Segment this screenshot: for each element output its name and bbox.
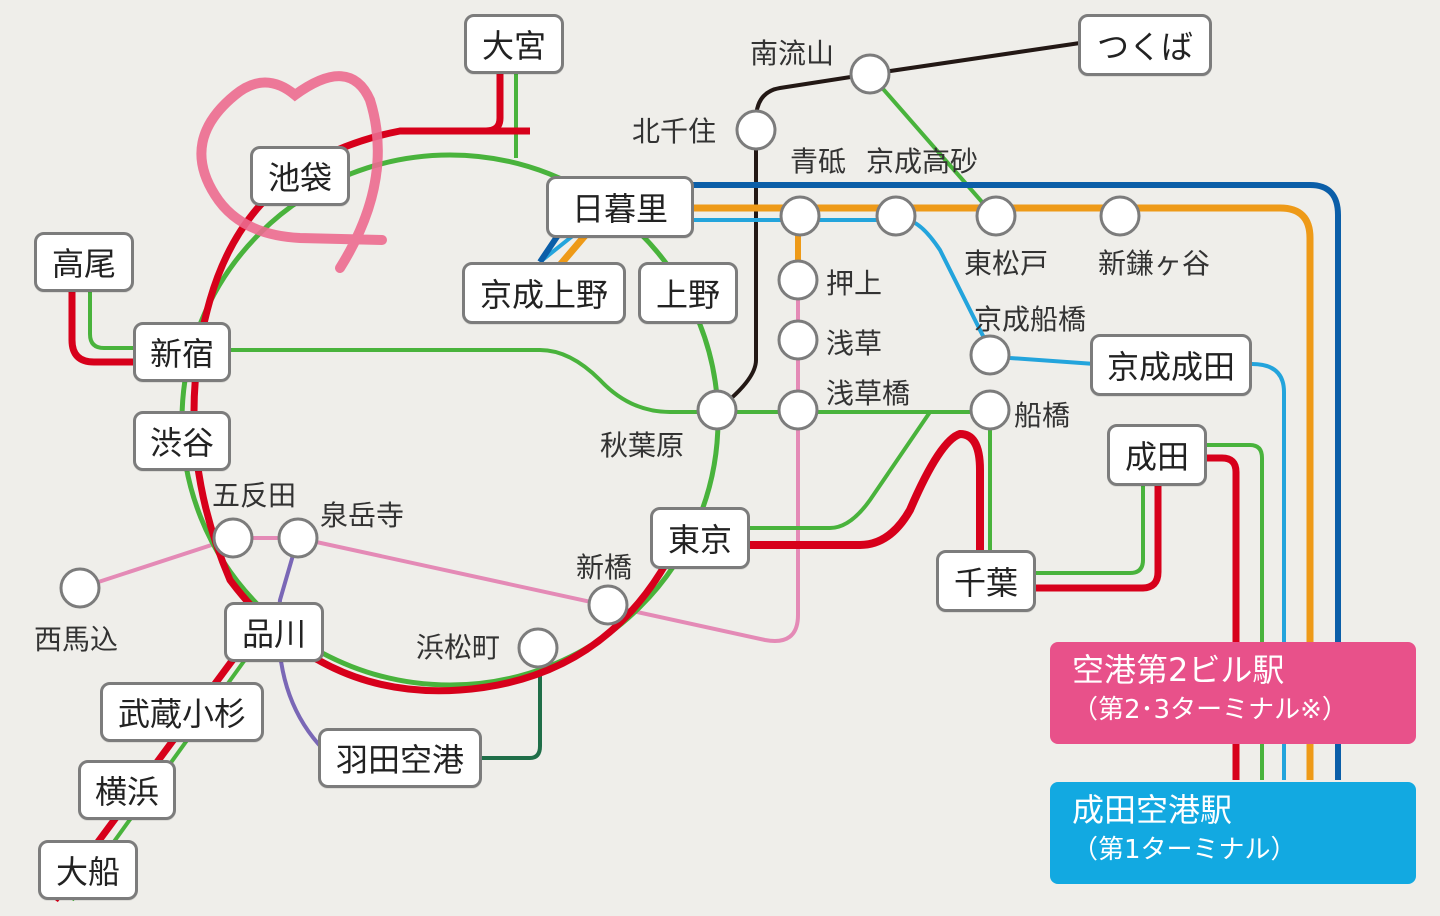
station-dot-keisei-takasago[interactable] [875,195,917,237]
terminal-2-box[interactable]: 空港第2ビル駅 （第2･3ターミナル※） [1050,642,1416,744]
station-dot-keisei-funabashi[interactable] [969,334,1011,376]
label-kitasenju: 北千住 [632,115,717,148]
station-box-yokohama[interactable]: 横浜 [78,760,176,820]
station-box-chiba[interactable]: 千葉 [936,550,1036,612]
terminal-2-name: 空港第2ビル駅 [1072,651,1285,689]
station-dot-asakusa[interactable] [777,319,819,361]
terminal-1-sub: （第1ターミナル） [1072,835,1297,865]
label-oshiage: 押上 [826,267,883,300]
station-box-musashikosugi[interactable]: 武蔵小杉 [100,682,264,742]
label-minaminagareyama: 南流山 [750,37,835,70]
station-box-shibuya[interactable]: 渋谷 [133,411,231,471]
station-box-takao[interactable]: 高尾 [34,232,134,292]
station-box-shinjuku[interactable]: 新宿 [133,322,231,382]
green-musashino-line [868,72,998,220]
green-keiyo-line [748,410,932,530]
red-omiya-line [400,73,504,135]
station-box-ueno[interactable]: 上野 [638,262,738,324]
label-keisei-takasago: 京成高砂 [866,145,979,178]
label-asakusabashi: 浅草橋 [826,377,911,410]
station-dot-nishimagome[interactable] [59,567,101,609]
station-dot-minaminagareyama[interactable] [849,53,891,95]
station-dot-akihabara[interactable] [696,389,738,431]
terminal-1-name: 成田空港駅 [1072,791,1233,829]
label-keisei-funabashi: 京成船橋 [974,303,1087,336]
red-sobu-line [748,429,984,575]
green-narita-airport [1205,443,1264,780]
station-dot-gotanda[interactable] [212,517,254,559]
station-box-nippori[interactable]: 日暮里 [546,176,694,238]
red-narita-airport [1205,454,1240,780]
label-gotanda: 五反田 [212,479,297,512]
label-shinkamagaya: 新鎌ヶ谷 [1098,247,1211,280]
station-dot-funabashi[interactable] [969,389,1011,431]
station-dot-sengakuji[interactable] [277,517,319,559]
green-chuo-line [226,348,990,414]
station-dot-oshiage[interactable] [777,259,819,301]
heart-mark [196,71,387,273]
terminal-1-box[interactable]: 成田空港駅 （第1ターミナル） [1050,782,1416,884]
station-box-ofuna[interactable]: 大船 [38,840,138,900]
label-akihabara: 秋葉原 [600,429,685,462]
station-box-omiya[interactable]: 大宮 [464,14,564,74]
label-sengakuji: 泉岳寺 [320,499,405,532]
station-box-ikebukuro[interactable]: 池袋 [250,146,350,206]
red-loop-arc [190,127,672,695]
terminal-2-sub: （第2･3ターミナル※） [1072,695,1348,725]
pink-line [79,218,800,643]
dark-green-line [478,648,542,760]
station-dot-hamamatsucho[interactable] [517,627,559,669]
green-takao-line [88,290,140,350]
station-box-shinagawa[interactable]: 品川 [224,602,324,662]
station-dot-shimbashi[interactable] [587,584,629,626]
station-box-narita[interactable]: 成田 [1107,424,1207,486]
green-chiba-narita [1035,482,1145,575]
label-higashimatsudo: 東松戸 [964,247,1049,280]
station-dot-asakusabashi[interactable] [777,389,819,431]
station-box-keisei-ueno[interactable]: 京成上野 [462,262,626,324]
label-hamamatsucho: 浜松町 [416,631,501,664]
label-shimbashi: 新橋 [576,551,633,584]
red-takao-line [68,290,140,366]
station-dot-kitasenju[interactable] [735,109,777,151]
station-box-keisei-narita[interactable]: 京成成田 [1090,334,1252,396]
label-aoto: 青砥 [790,145,847,178]
station-dot-higashimatsudo[interactable] [975,195,1017,237]
label-nishimagome: 西馬込 [34,623,119,656]
station-dot-aoto[interactable] [779,195,821,237]
label-asakusa: 浅草 [826,327,883,360]
station-box-tokyo[interactable]: 東京 [650,507,750,569]
station-box-tsukuba[interactable]: つくば [1078,14,1212,76]
label-funabashi: 船橋 [1014,399,1071,432]
station-dot-shinkamagaya[interactable] [1099,195,1141,237]
station-box-haneda[interactable]: 羽田空港 [318,728,482,788]
red-chiba-narita [1035,482,1162,592]
